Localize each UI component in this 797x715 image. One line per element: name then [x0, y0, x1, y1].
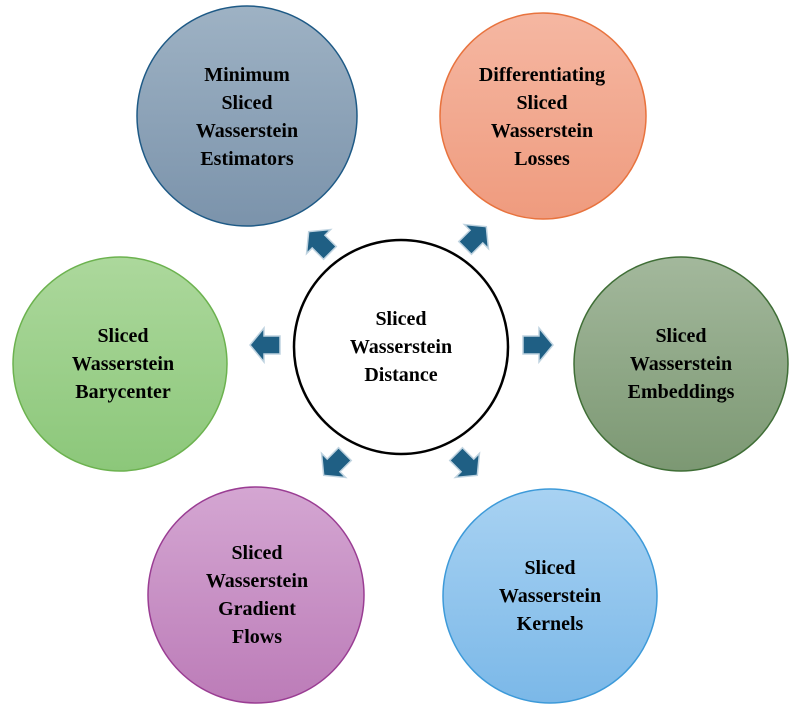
node-label-line: Wasserstein [629, 353, 733, 375]
node-label-line: Sliced [231, 542, 283, 564]
node-label-line: Sliced [655, 325, 707, 347]
node-label-barycenter: Sliced Wasserstein Barycenter [20, 322, 226, 406]
node-label-line: Wasserstein [205, 570, 309, 592]
center-circle [292, 238, 510, 456]
node-label-line: Barycenter [75, 381, 171, 403]
node-label-minimum-estimators: Minimum Sliced Wasserstein Estimators [144, 61, 350, 173]
node-label-line: Wasserstein [195, 120, 299, 142]
node-circle-kernels [442, 488, 658, 704]
node-label-line: Gradient [218, 598, 296, 620]
center-label-line: Distance [364, 364, 438, 386]
node-circle-gradient-flows [147, 486, 365, 704]
node-label-gradient-flows: Sliced Wasserstein Gradient Flows [154, 539, 360, 651]
node-label-kernels: Sliced Wasserstein Kernels [447, 554, 653, 638]
center-label-line: Sliced [375, 308, 427, 330]
node-label-line: Kernels [516, 613, 584, 635]
node-label-line: Sliced [516, 92, 568, 114]
node-circle-minimum-estimators [136, 5, 358, 227]
node-label-line: Estimators [200, 148, 294, 170]
node-label-line: Minimum [204, 64, 290, 86]
arrow-to-embeddings [522, 325, 554, 365]
arrow-to-gradient-flows [320, 446, 353, 479]
node-label-line: Embeddings [627, 381, 735, 403]
node-label-line: Wasserstein [71, 353, 175, 375]
center-label: Sliced Wasserstein Distance [294, 305, 508, 389]
node-label-line: Flows [232, 626, 282, 648]
arrow-to-differentiating-losses [457, 223, 490, 256]
center-label-line: Wasserstein [349, 336, 453, 358]
node-label-line: Differentiating [478, 64, 606, 86]
node-label-differentiating-losses: Differentiating Sliced Wasserstein Losse… [439, 61, 645, 173]
node-label-embeddings: Sliced Wasserstein Embeddings [578, 322, 784, 406]
node-label-line: Sliced [524, 557, 576, 579]
node-label-line: Sliced [97, 325, 149, 347]
node-label-line: Losses [514, 148, 570, 170]
arrow-to-minimum-estimators [305, 228, 338, 261]
arrow-to-kernels [448, 446, 481, 479]
node-label-line: Wasserstein [498, 585, 602, 607]
node-circle-embeddings [573, 256, 789, 472]
node-circle-differentiating-losses [439, 12, 647, 220]
node-label-line: Wasserstein [490, 120, 594, 142]
node-circle-barycenter [12, 256, 228, 472]
node-label-line: Sliced [221, 92, 273, 114]
arrow-to-barycenter [249, 325, 281, 365]
